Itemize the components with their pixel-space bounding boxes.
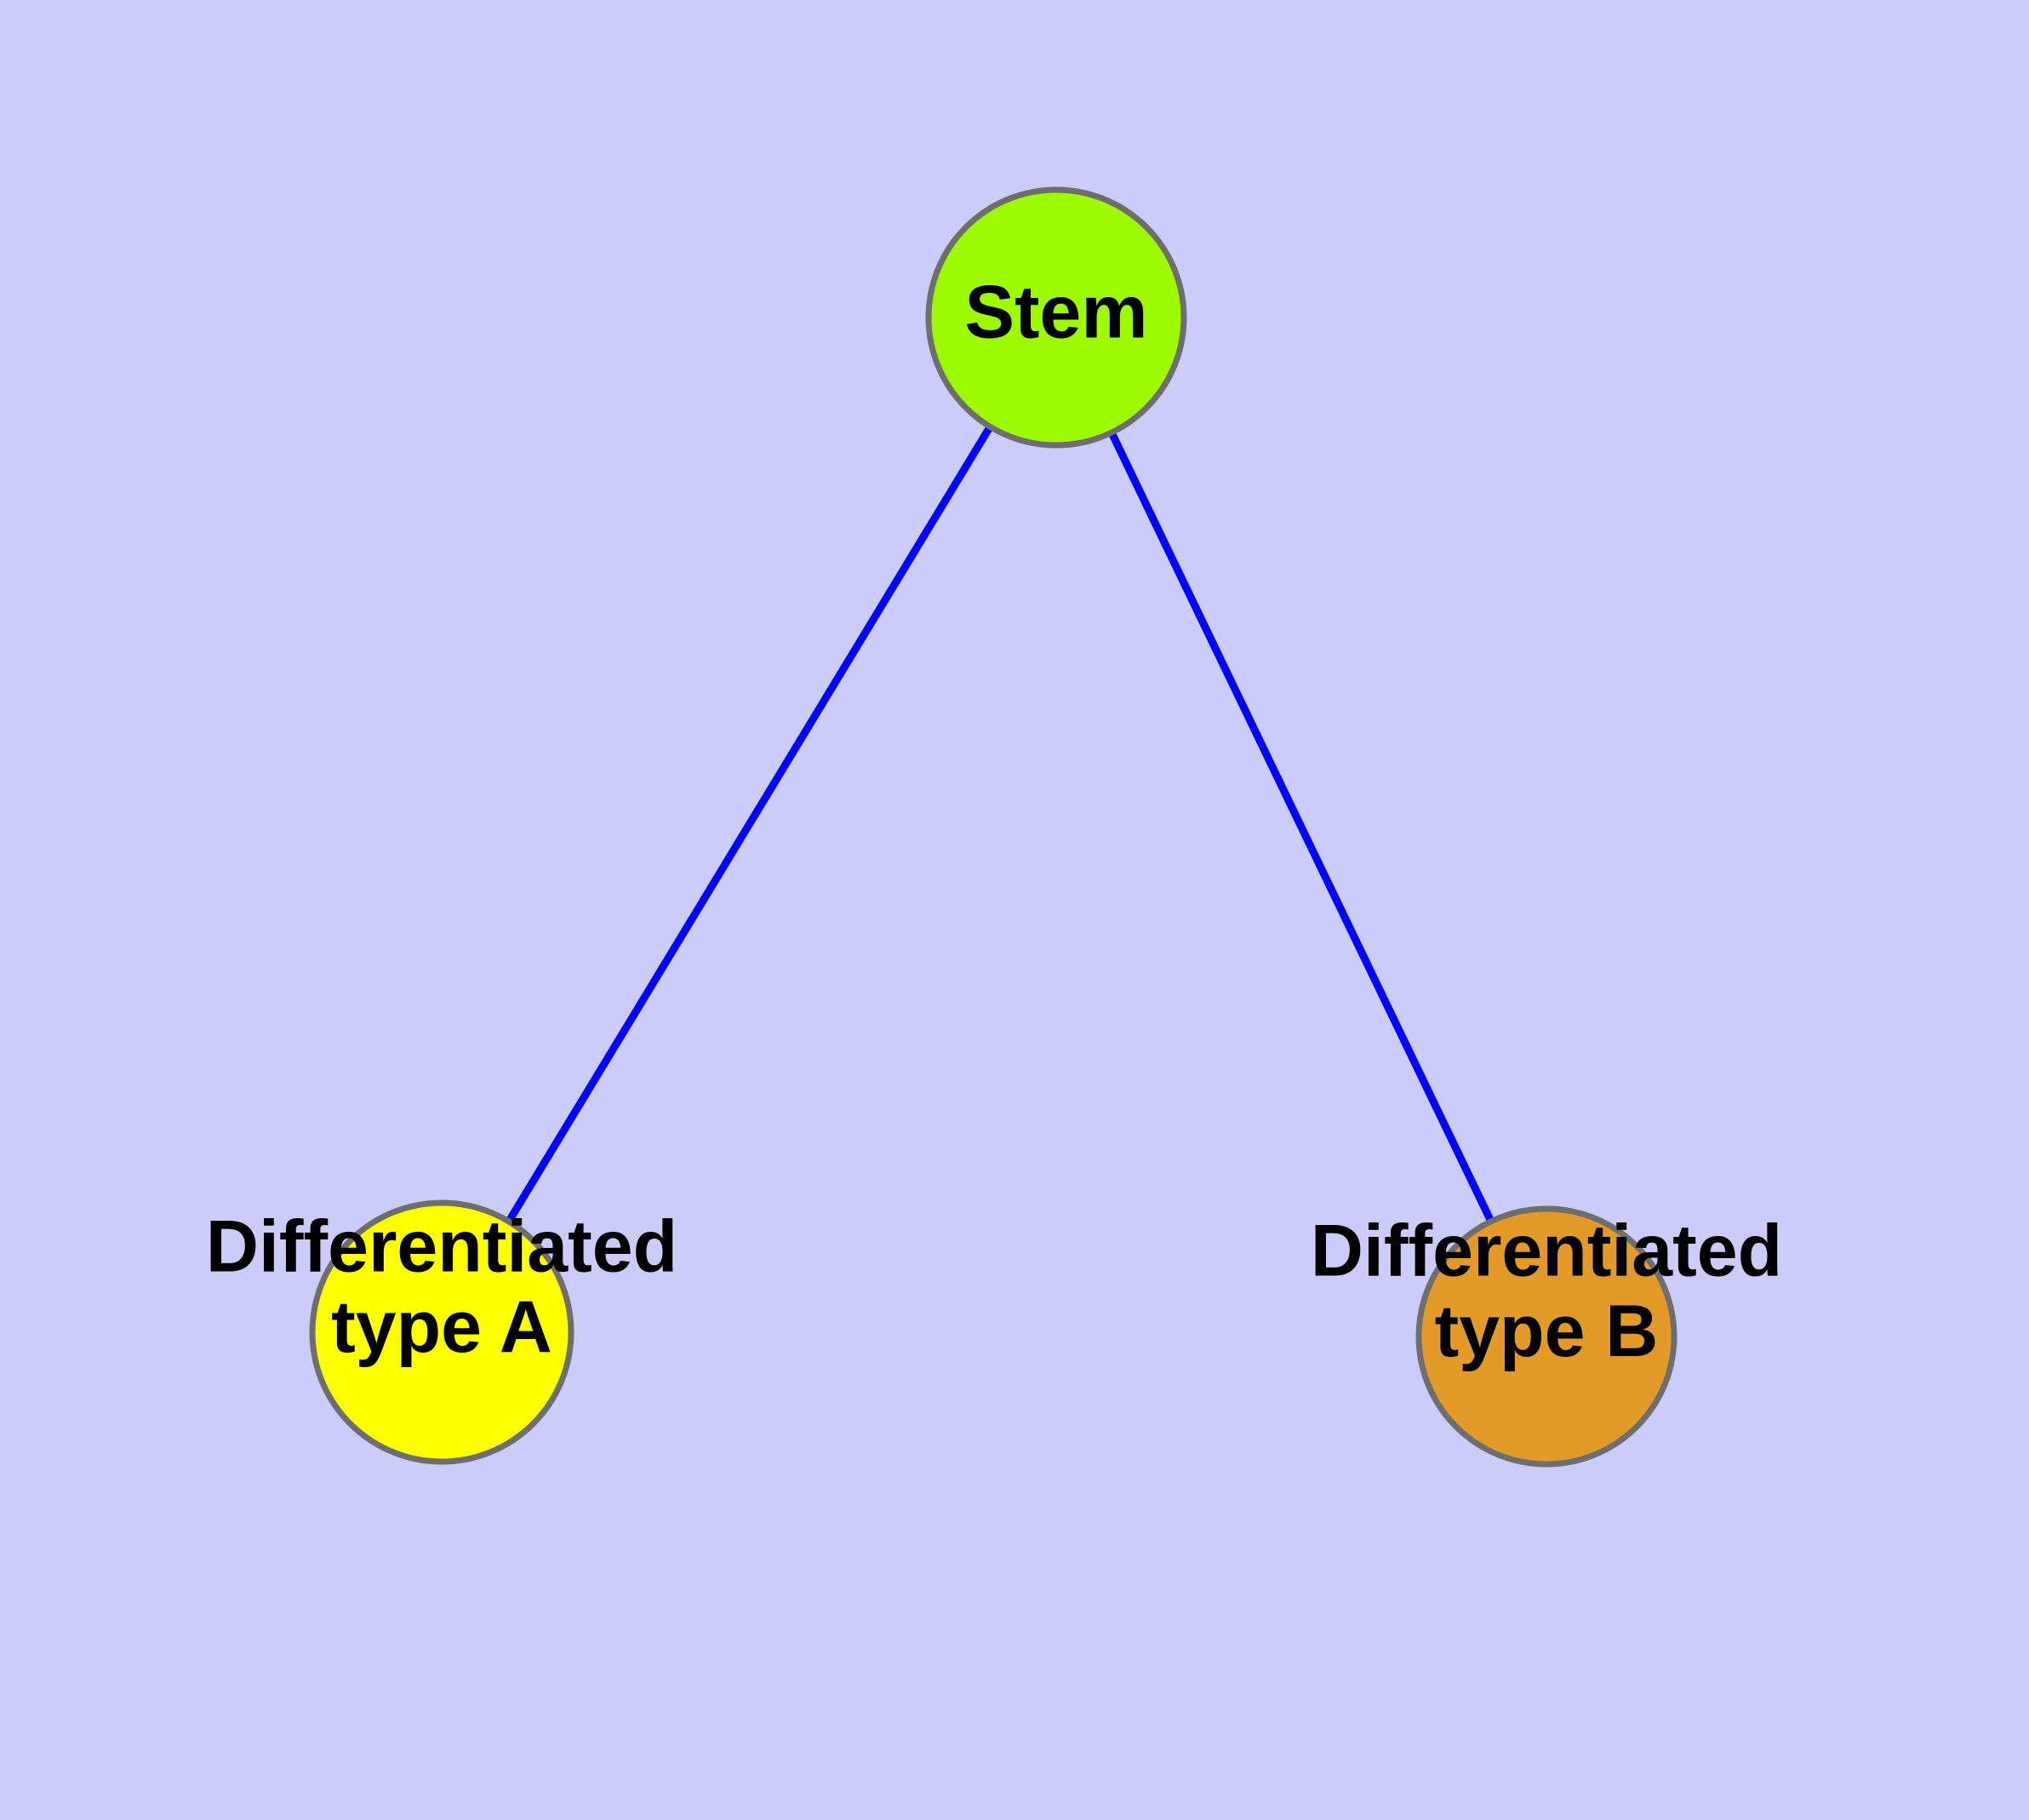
node-diff-a[interactable] [309,1199,574,1465]
node-circle-diff-a[interactable] [309,1199,574,1465]
node-circle-stem[interactable] [925,186,1187,449]
node-label-line-diff-a-0: Differentiated [206,1205,677,1287]
node-label-line-diff-b-1: type B [1435,1291,1659,1372]
edge-stem-to-diff-a[interactable] [438,315,1060,1335]
node-label-line-diff-b-0: Differentiated [1311,1210,1782,1291]
edge-stem-to-diff-b[interactable] [1052,316,1551,1338]
edges-group [438,315,1551,1338]
node-label-line-diff-a-1: type A [331,1286,552,1368]
node-label-stem: Stem [964,269,1147,353]
node-stem[interactable] [925,186,1187,449]
node-label-line-stem-0: Stem [964,269,1147,353]
node-diff-b[interactable] [1415,1205,1677,1468]
node-circle-diff-b[interactable] [1415,1205,1677,1468]
